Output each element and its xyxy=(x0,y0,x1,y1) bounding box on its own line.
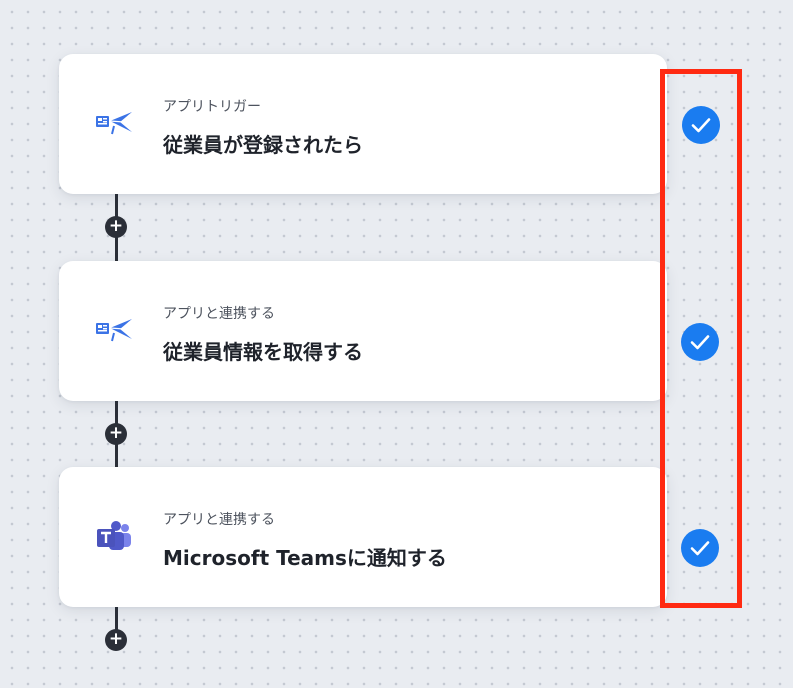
add-step-button[interactable]: + xyxy=(105,423,127,445)
smarthr-app-icon xyxy=(94,311,134,351)
step-complete-check-icon[interactable] xyxy=(681,323,719,361)
flow-connector xyxy=(115,606,118,640)
step-type-label: アプリと連携する xyxy=(163,306,275,322)
highlight-annotation-box xyxy=(660,69,742,608)
step-type-label: アプリトリガー xyxy=(163,99,261,115)
add-step-button[interactable]: + xyxy=(105,216,127,238)
flow-step-card[interactable]: アプリトリガー 従業員が登録されたら xyxy=(59,54,667,194)
step-title: 従業員情報を取得する xyxy=(163,340,363,364)
microsoft-teams-icon xyxy=(94,517,134,557)
step-complete-check-icon[interactable] xyxy=(682,106,720,144)
step-type-label: アプリと連携する xyxy=(163,512,275,528)
add-step-button[interactable]: + xyxy=(105,629,127,651)
step-title: Microsoft Teamsに通知する xyxy=(163,546,447,570)
step-title: 従業員が登録されたら xyxy=(163,133,363,157)
flow-step-card[interactable]: アプリと連携する 従業員情報を取得する xyxy=(59,261,667,401)
step-complete-check-icon[interactable] xyxy=(681,529,719,567)
flow-step-card[interactable]: アプリと連携する Microsoft Teamsに通知する xyxy=(59,467,667,607)
smarthr-app-icon xyxy=(94,104,134,144)
